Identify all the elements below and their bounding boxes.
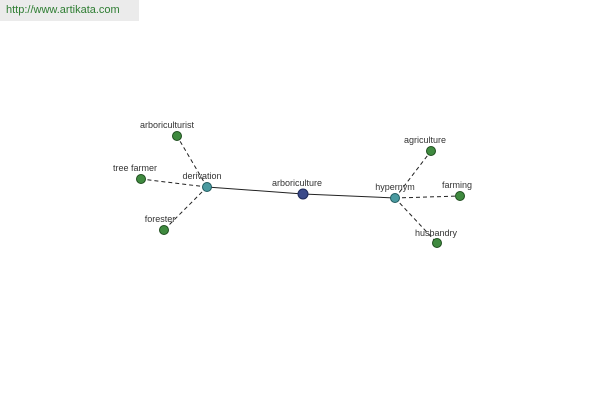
link-hypernym-husbandry [394, 197, 438, 244]
link-center-hypernym [302, 193, 396, 199]
node-forester[interactable] [159, 225, 169, 235]
label-hypernym: hypernym [375, 182, 415, 192]
label-agriculture[interactable]: agriculture [404, 135, 446, 145]
label-center: arboriculture [272, 178, 322, 188]
links [140, 135, 461, 244]
nodes [136, 131, 465, 248]
node-arboriculturist[interactable] [172, 131, 182, 141]
node-tree-farmer[interactable] [136, 174, 146, 184]
label-farming[interactable]: farming [442, 180, 472, 190]
link-hypernym-agriculture [394, 150, 432, 199]
node-center-arboriculture[interactable] [297, 188, 309, 200]
node-husbandry[interactable] [432, 238, 442, 248]
label-arboriculturist[interactable]: arboriculturist [140, 120, 195, 130]
link-derivation-arboriculturist [176, 135, 208, 188]
label-derivation: derivation [182, 171, 221, 181]
label-husbandry[interactable]: husbandry [415, 228, 458, 238]
site-url-link[interactable]: http://www.artikata.com [6, 4, 120, 16]
node-hypernym[interactable] [390, 193, 400, 203]
labels: arboriculturist tree farmer forester deriva… [113, 120, 472, 238]
node-derivation[interactable] [202, 182, 212, 192]
label-forester[interactable]: forester [145, 214, 176, 224]
link-center-derivation [206, 186, 304, 195]
label-tree-farmer[interactable]: tree farmer [113, 163, 157, 173]
link-derivation-forester [163, 186, 208, 231]
node-agriculture[interactable] [426, 146, 436, 156]
link-hypernym-farming [394, 195, 461, 199]
node-farming[interactable] [455, 191, 465, 201]
url-bar: http://www.artikata.com [0, 0, 139, 21]
